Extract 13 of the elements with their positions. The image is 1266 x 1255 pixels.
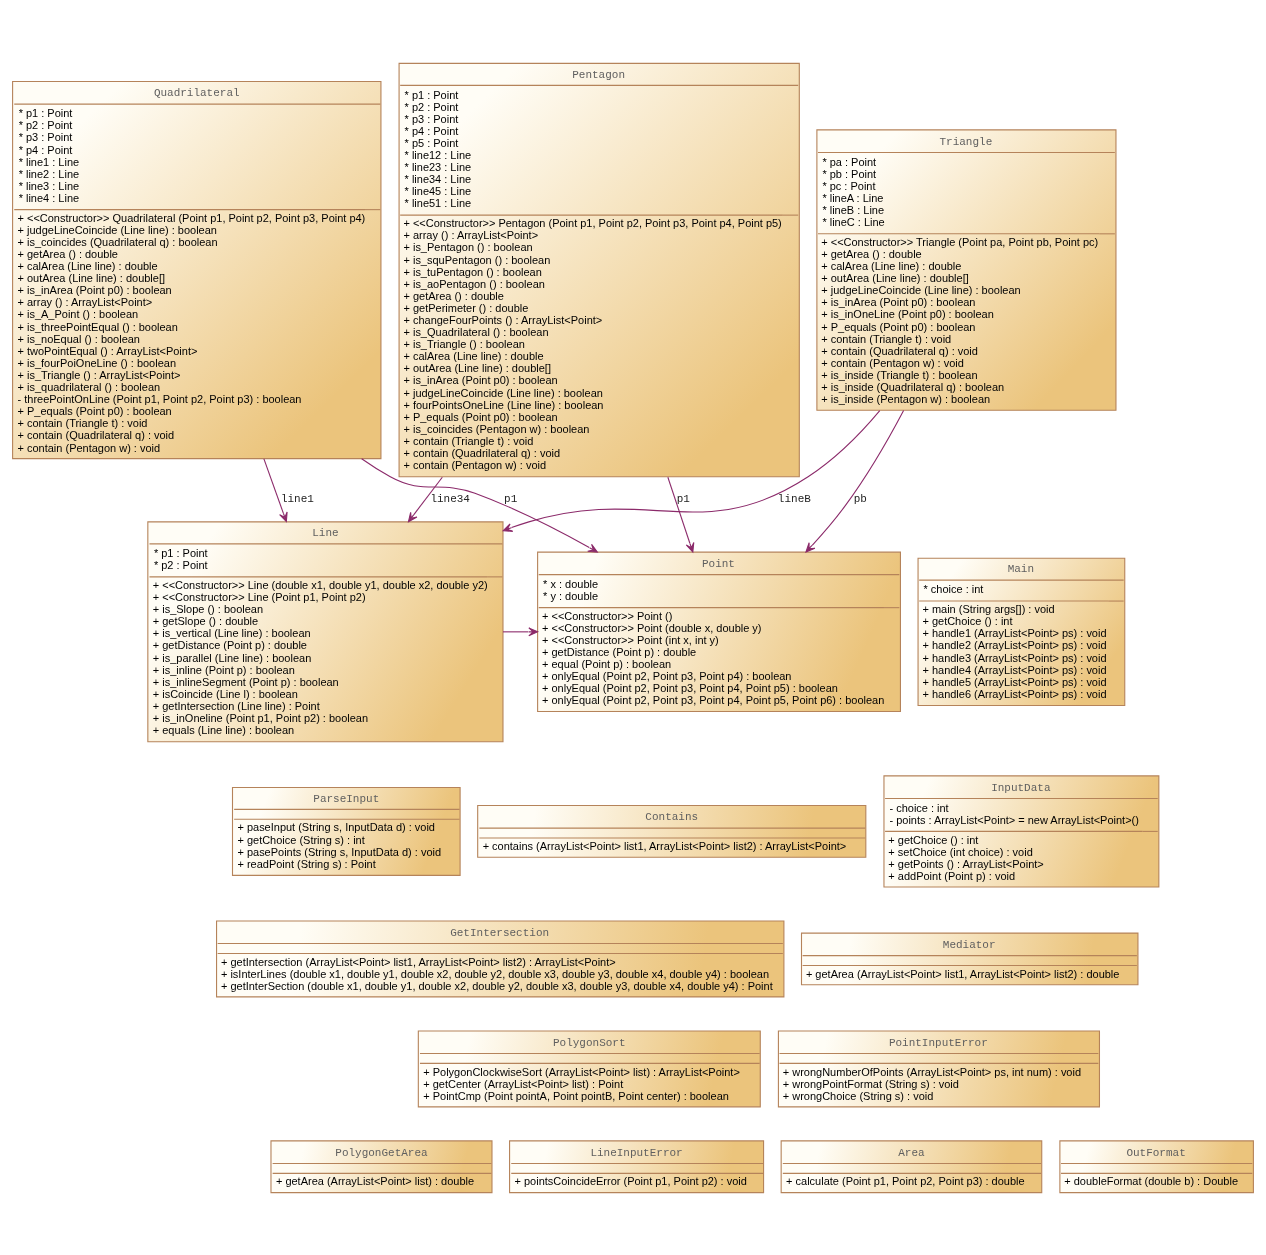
arrow [667,476,695,553]
edge-label: p1 [504,492,518,505]
edge-label: pb [853,492,867,505]
arrow [805,409,905,552]
arrow [502,409,881,532]
edge-label: line1 [280,492,314,505]
edge-label: p1 [676,492,690,505]
arrow [502,626,539,636]
arrow [263,457,288,522]
arrow [361,457,598,553]
edge-label: lineB [777,492,811,505]
edge-label: line34 [430,492,470,505]
arrow [407,476,443,522]
